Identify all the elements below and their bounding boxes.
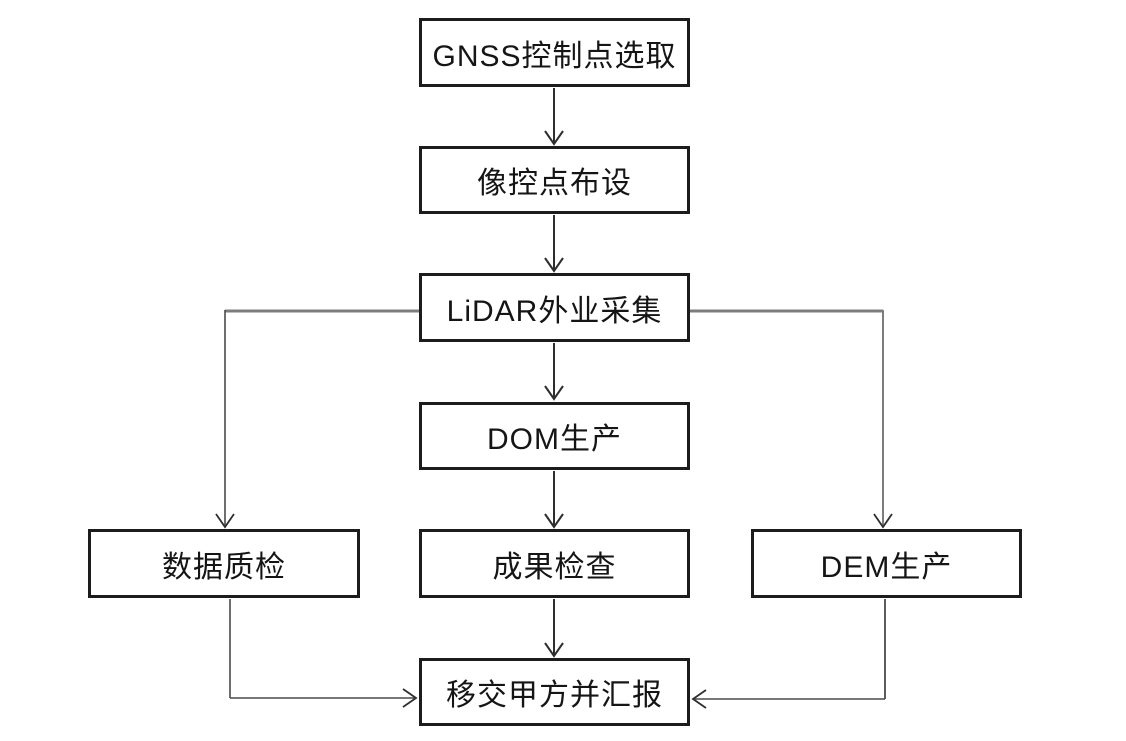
node-data-quality-check: 数据质检 — [88, 529, 360, 598]
node-label: LiDAR外业采集 — [446, 294, 663, 328]
node-dem-production: DEM生产 — [751, 529, 1022, 598]
edge-dom-to-result-check — [544, 471, 564, 529]
node-label: 数据质检 — [162, 550, 286, 584]
edge-data-qc-to-handover — [229, 599, 418, 708]
node-label: DEM生产 — [820, 550, 953, 584]
edge-lidar-to-dom — [544, 343, 564, 401]
node-image-control-point-layout: 像控点布设 — [419, 146, 690, 214]
node-dom-production: DOM生产 — [419, 402, 690, 470]
node-label: 像控点布设 — [477, 167, 632, 200]
node-label: 移交甲方并汇报 — [446, 679, 663, 712]
edge-image-control-to-lidar — [544, 215, 564, 273]
edge-result-check-to-handover — [544, 599, 564, 658]
node-label: DOM生产 — [487, 423, 622, 456]
edge-lidar-to-data-qc — [215, 309, 419, 529]
node-handover-and-report: 移交甲方并汇报 — [419, 658, 690, 726]
node-gnss-control-point-selection: GNSS控制点选取 — [419, 18, 690, 87]
node-label: 成果检查 — [492, 550, 617, 584]
node-label: GNSS控制点选取 — [432, 39, 677, 73]
edge-gnss-to-image-control — [544, 88, 564, 146]
node-result-inspection: 成果检查 — [419, 529, 690, 598]
node-lidar-field-collection: LiDAR外业采集 — [419, 273, 690, 342]
edge-lidar-to-dem — [690, 309, 893, 529]
edge-dem-to-handover — [691, 599, 886, 709]
